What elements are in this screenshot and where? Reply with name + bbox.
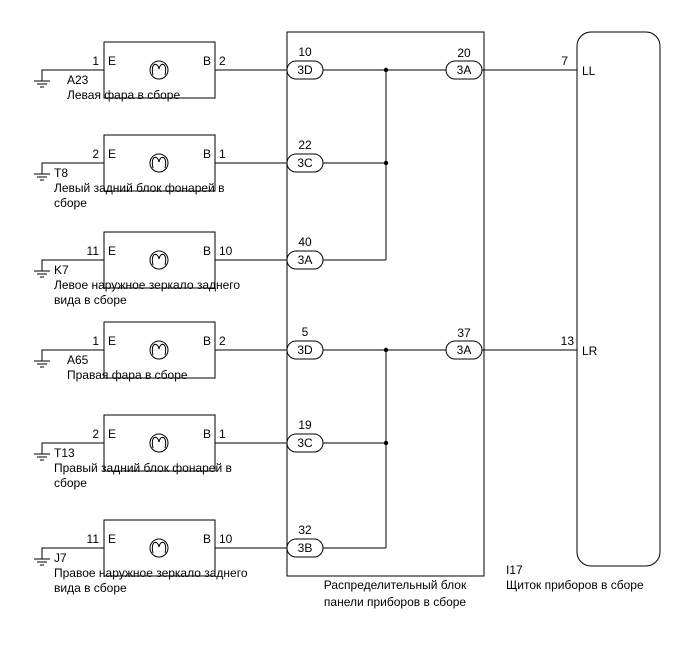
component-name-line: сборе (54, 196, 87, 210)
component-id: A65 (67, 353, 89, 367)
input-connector (286, 60, 324, 80)
input-connector-label: 3B (298, 541, 313, 555)
input-wire-number: 32 (298, 523, 312, 537)
input-connector-label: 3D (297, 343, 313, 357)
terminal-left-label: E (108, 532, 116, 546)
ground-wire (41, 547, 104, 559)
pin-right-number: 10 (219, 532, 233, 546)
component-id: A23 (67, 73, 89, 87)
bulb-icon (149, 433, 169, 453)
component-id: J7 (54, 551, 67, 565)
component-name-line: Правое наружное зеркало заднего (54, 566, 248, 580)
bulb-filament (151, 343, 167, 356)
component-name-line: Правая фара в сборе (67, 368, 188, 382)
input-wire-number: 5 (302, 325, 309, 339)
input-connector (286, 340, 324, 360)
terminal-left-label: E (108, 427, 116, 441)
ground-wire (41, 69, 104, 81)
component-name-line: Левый задний блок фонарей в (54, 181, 224, 195)
terminal-left-label: E (108, 54, 116, 68)
output-connector-lr (445, 340, 483, 360)
output-wire-ll-number: 20 (457, 46, 471, 60)
output-connector-lr-label: 3A (457, 343, 472, 357)
pin-right-number: 2 (219, 334, 226, 348)
bulb-filament (151, 156, 167, 169)
combination-meter (576, 31, 661, 567)
bulb-icon (149, 250, 169, 270)
terminal-right-label: B (203, 334, 211, 348)
bulb-filament (151, 63, 167, 76)
input-connector-label: 3C (297, 436, 313, 450)
component-id: T8 (54, 166, 68, 180)
junction-dot (383, 67, 389, 73)
bulb-icon (149, 60, 169, 80)
input-wire-number: 22 (298, 138, 312, 152)
pin-left-number: 1 (92, 54, 99, 68)
input-connector-label: 3A (298, 253, 313, 267)
component-id: T13 (54, 446, 75, 460)
ground-wire (41, 442, 104, 454)
meter-id: I17 (506, 563, 523, 577)
bulb-filament (151, 436, 167, 449)
input-connector-label: 3D (297, 63, 313, 77)
terminal-left-label: E (108, 147, 116, 161)
component-name-line: Левая фара в сборе (67, 88, 180, 102)
bulb-icon (149, 153, 169, 173)
junction-dot (383, 440, 389, 446)
terminal-left-label: E (108, 334, 116, 348)
terminal-right-label: B (203, 244, 211, 258)
bulb-filament (151, 541, 167, 554)
terminal-left-label: E (108, 244, 116, 258)
bulb-icon (149, 538, 169, 558)
junction-block-name-line2: панели приборов в сборе (324, 595, 467, 609)
bulb-filament (151, 253, 167, 266)
ground-wire (41, 349, 104, 361)
pin-left-number: 11 (87, 244, 100, 258)
component-name-line: сборе (54, 476, 87, 490)
output-wire-lr-number: 37 (457, 326, 471, 340)
component-id: K7 (54, 263, 69, 277)
pin-right-number: 10 (219, 244, 233, 258)
input-connector-label: 3C (297, 156, 313, 170)
pin-left-number: 1 (92, 334, 99, 348)
junction-block-name-line1: Распределительный блок (324, 578, 467, 592)
terminal-right-label: B (203, 147, 211, 161)
terminal-right-label: B (203, 532, 211, 546)
pin-right-number: 1 (219, 147, 226, 161)
output-connector-ll (445, 60, 483, 80)
component-name-line: Правый задний блок фонарей в (54, 461, 232, 475)
output-connector-ll-label: 3A (457, 63, 472, 77)
component-name-line: вида в сборе (54, 293, 127, 307)
bulb-icon (149, 340, 169, 360)
input-wire-number: 19 (298, 418, 312, 432)
ground-wire (41, 259, 104, 271)
pin-left-number: 11 (87, 532, 100, 546)
ground-wire (41, 162, 104, 174)
terminal-right-label: B (203, 54, 211, 68)
pin-right-number: 2 (219, 54, 226, 68)
pin-left-number: 2 (92, 147, 99, 161)
junction-dot (383, 160, 389, 166)
meter-name: Щиток приборов в сборе (506, 578, 644, 592)
input-wire-number: 10 (298, 45, 312, 59)
pin-left-number: 2 (92, 427, 99, 441)
component-name-line: Левое наружное зеркало заднего (54, 278, 240, 292)
junction-dot (383, 347, 389, 353)
meter-pin-lr-number: 13 (561, 334, 575, 348)
meter-pin-lr-label: LR (582, 344, 598, 358)
pin-right-number: 1 (219, 427, 226, 441)
terminal-right-label: B (203, 427, 211, 441)
meter-pin-ll-label: LL (582, 64, 596, 78)
component-name-line: вида в сборе (54, 581, 127, 595)
meter-pin-ll-number: 7 (561, 54, 568, 68)
input-wire-number: 40 (298, 235, 312, 249)
